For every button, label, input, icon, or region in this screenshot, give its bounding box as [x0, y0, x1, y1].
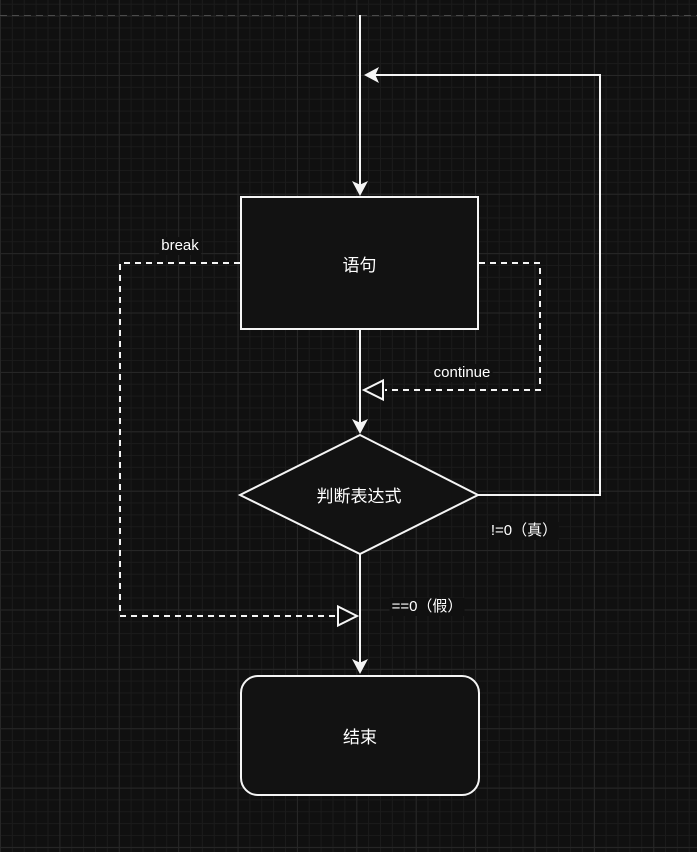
node-statement[interactable]: 语句 — [240, 196, 479, 330]
edge-label-true-branch[interactable]: !=0（真） — [488, 522, 560, 540]
page-boundary-line — [0, 15, 697, 16]
arrowhead-left-icon — [364, 67, 379, 83]
edge-label-false-branch[interactable]: ==0（假） — [389, 598, 465, 616]
edge-condition-to-end[interactable] — [352, 554, 368, 674]
node-end[interactable]: 结束 — [240, 675, 480, 796]
arrowhead-down-icon — [352, 181, 368, 196]
node-statement-label: 语句 — [342, 255, 377, 275]
node-end-label: 结束 — [343, 728, 377, 747]
edge-break[interactable] — [119, 262, 360, 628]
edge-loop-back[interactable] — [364, 67, 601, 496]
arrowhead-down-icon — [352, 419, 368, 434]
arrowhead-hollow-left-icon — [361, 378, 384, 402]
edge-continue[interactable] — [361, 262, 541, 402]
edge-entry-to-statement[interactable] — [352, 15, 368, 196]
edge-label-break[interactable]: break — [159, 237, 201, 255]
edge-label-continue[interactable]: continue — [431, 364, 493, 382]
arrowhead-down-icon — [352, 659, 368, 674]
arrowhead-hollow-right-icon — [337, 604, 360, 628]
edge-statement-to-condition[interactable] — [352, 330, 368, 434]
node-condition[interactable] — [237, 433, 481, 556]
